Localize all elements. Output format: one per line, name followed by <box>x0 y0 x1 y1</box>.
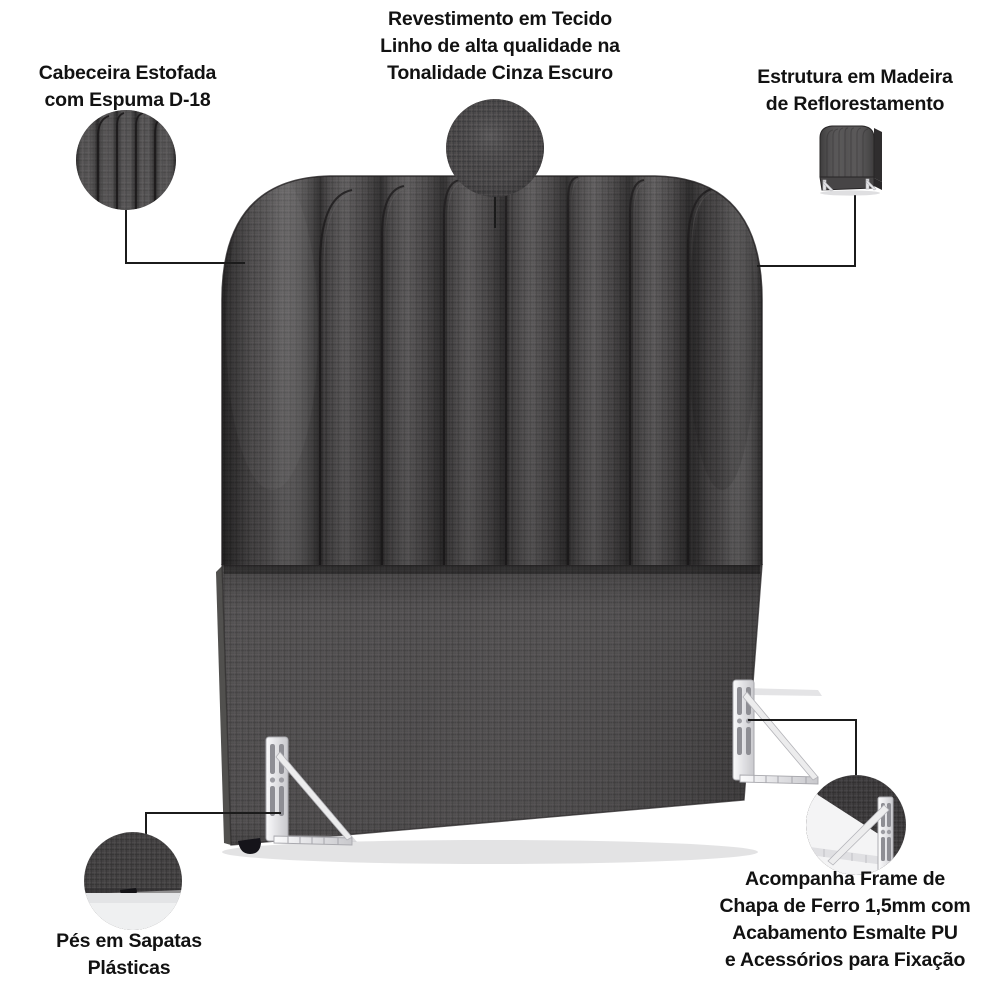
leader-line-foam-horizontal <box>125 262 245 264</box>
channel-tufted-fabric-swatch-icon <box>76 110 176 210</box>
callout-label-fabric: Revestimento em Tecido Linho de alta qua… <box>380 8 620 84</box>
base-left-edge <box>216 566 231 845</box>
swatch-fabric-svg <box>446 99 544 197</box>
plastic-foot-closeup-icon <box>84 832 182 930</box>
leader-line-foam-vertical <box>125 208 127 264</box>
leader-line-frame-vertical <box>855 719 857 775</box>
headboard-top-panel <box>221 175 763 565</box>
headboard-thumbnail-icon <box>806 122 906 200</box>
thumbnail-headboard-svg <box>819 125 882 196</box>
panel-seam-shadow <box>224 565 760 574</box>
leader-line-wood-vertical <box>854 195 856 267</box>
callout-label-frame: Acompanha Frame de Chapa de Ferro 1,5mm … <box>719 868 971 971</box>
leader-line-fabric-vertical <box>494 196 496 228</box>
callout-label-foam: Cabeceira Estofada com Espuma D-18 <box>38 62 217 111</box>
leader-line-wood-horizontal <box>757 265 856 267</box>
leader-line-feet-horizontal <box>145 812 281 814</box>
bracket-closeup-svg <box>806 775 906 875</box>
swatch-foam-svg <box>76 110 176 210</box>
metal-bracket-closeup-icon <box>806 775 906 875</box>
plastic-foot-left <box>238 838 261 854</box>
callout-label-feet: Pés em Sapatas Plásticas <box>56 930 202 979</box>
leader-line-frame-horizontal <box>748 719 856 721</box>
linen-fabric-swatch-icon <box>446 99 544 197</box>
left-metal-bracket <box>265 736 357 846</box>
callout-label-wood: Estrutura em Madeira de Reflorestamento <box>757 66 953 115</box>
right-metal-bracket <box>732 679 822 785</box>
foot-closeup-svg <box>84 832 182 930</box>
floor-shadow <box>222 840 758 864</box>
